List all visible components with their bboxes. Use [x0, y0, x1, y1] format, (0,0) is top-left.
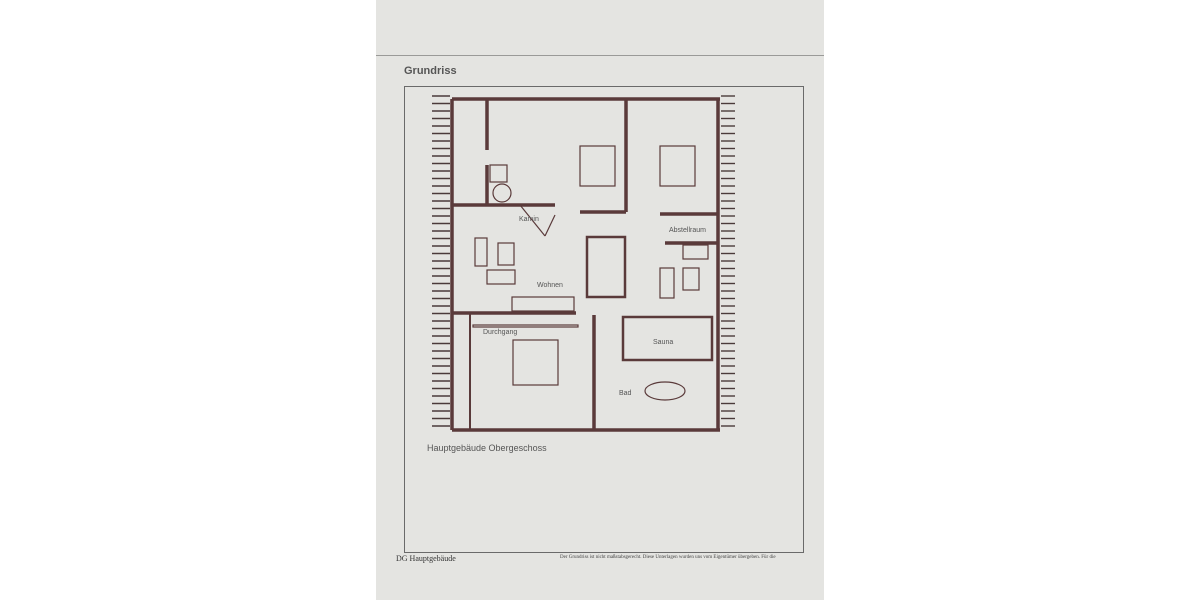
room-label-kamin: Kamin — [519, 216, 539, 223]
footer-label: DG Hauptgebäude — [396, 554, 456, 563]
room-label-sauna: Sauna — [653, 339, 673, 346]
room-labels: Kamin Abstellraum Wohnen Durchgang Sauna… — [483, 216, 706, 397]
room-label-abstellraum: Abstellraum — [669, 227, 706, 234]
roof-hatching — [432, 95, 735, 427]
footer-disclaimer: Der Grundriss ist nicht maßstabsgerecht.… — [560, 555, 776, 560]
room-label-bad: Bad — [619, 390, 632, 397]
plan-caption: Hauptgebäude Obergeschoss — [427, 443, 547, 453]
furniture — [472, 145, 714, 401]
plan-frame — [404, 86, 804, 553]
page-title: Grundriss — [404, 65, 457, 77]
room-label-durchgang: Durchgang — [483, 329, 517, 336]
divider — [376, 55, 824, 56]
walls — [450, 97, 720, 432]
room-label-wohnen: Wohnen — [537, 282, 563, 289]
